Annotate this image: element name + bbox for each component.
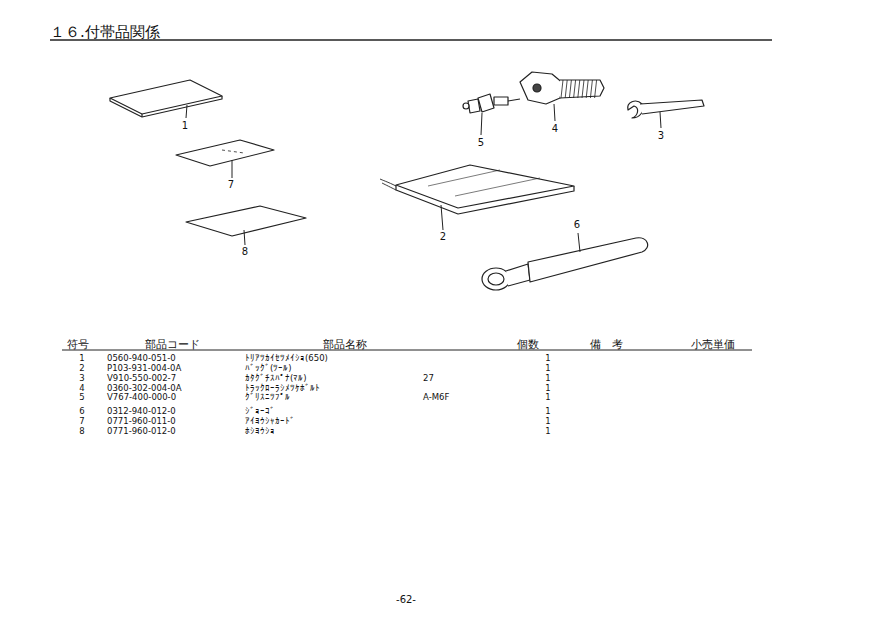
item-number: 1 xyxy=(79,354,84,363)
part-name: ﾄﾘｱﾂｶｲｾﾂﾒｲｼｮ(650) xyxy=(245,354,328,363)
table-header: 備 考 xyxy=(590,339,623,350)
tool-bag xyxy=(380,165,574,214)
grease-gun xyxy=(482,238,648,290)
part-name: ｶﾀｸﾞﾁｽﾊﾟﾅ(ﾏﾙ) xyxy=(245,374,307,383)
leader-line xyxy=(186,105,187,118)
quantity: 1 xyxy=(545,354,550,363)
part-spec: A-M6F xyxy=(423,393,449,402)
item-number: 8 xyxy=(79,427,84,436)
part-spec: 27 xyxy=(423,374,434,383)
table-header: 個数 xyxy=(517,339,539,350)
leader-line xyxy=(554,104,555,121)
leader-line xyxy=(660,112,661,128)
part-code: V767-400-000-0 xyxy=(107,393,176,402)
table-header: 小売単価 xyxy=(691,339,735,350)
page-number: -62- xyxy=(396,595,416,605)
item-number: 2 xyxy=(79,364,84,373)
callout-number: 7 xyxy=(228,180,234,190)
part-code: 0771-960-011-0 xyxy=(107,417,176,426)
callout-number: 3 xyxy=(658,131,664,141)
part-name: ｸﾞﾘｽﾆﾂﾌﾟﾙ xyxy=(245,393,290,402)
quantity: 1 xyxy=(545,407,550,416)
table-header: 部品コード xyxy=(145,339,200,350)
part-name: ﾎｼﾖｳｼｮ xyxy=(245,427,275,436)
quantity: 1 xyxy=(545,427,550,436)
part-name: ｱｲﾖｳｼｬｶｰﾄﾞ xyxy=(245,417,295,426)
part-name: ｼﾞｮｰｺﾞ xyxy=(245,407,275,416)
table-header: 部品名称 xyxy=(323,339,367,350)
part-code: V910-550-002-7 xyxy=(107,374,176,383)
item-number: 4 xyxy=(79,384,84,393)
callout-number: 1 xyxy=(182,121,188,131)
callout-number: 4 xyxy=(552,124,558,134)
item-number: 3 xyxy=(79,374,84,383)
quantity: 1 xyxy=(545,384,550,393)
item-number: 7 xyxy=(79,417,84,426)
part-code: 0771-960-012-0 xyxy=(107,427,176,436)
warranty-card xyxy=(186,206,306,236)
part-code: 0360-302-004-0A xyxy=(107,384,182,393)
track-roller-bolt xyxy=(520,72,604,104)
leader-line xyxy=(244,230,245,245)
section-title: １６.付帯品関係 xyxy=(50,25,160,40)
callout-number: 5 xyxy=(478,138,484,148)
part-code: P103-931-004-0A xyxy=(107,364,181,373)
hook-wrench xyxy=(628,100,704,118)
leader-line xyxy=(481,113,482,135)
part-name: ﾊﾞｯｸﾞ(ﾂｰﾙ) xyxy=(245,364,292,373)
callout-number: 6 xyxy=(574,220,580,230)
leader-line xyxy=(578,233,580,252)
table-header: 符号 xyxy=(67,339,89,350)
part-code: 0560-940-051-0 xyxy=(107,354,176,363)
leader-line xyxy=(232,160,233,178)
grease-nipple xyxy=(463,94,520,113)
quantity: 1 xyxy=(545,374,550,383)
callout-number: 2 xyxy=(440,232,446,242)
item-number: 5 xyxy=(79,393,84,402)
callout-number: 8 xyxy=(242,247,248,257)
leader-line xyxy=(441,205,443,230)
quantity: 1 xyxy=(545,393,550,402)
manual-book xyxy=(110,80,222,117)
registration-card xyxy=(176,140,274,166)
item-number: 6 xyxy=(79,407,84,416)
part-name: ﾄﾗｯｸﾛｰﾗｼﾒﾂｹﾎﾞﾙﾄ xyxy=(245,384,320,393)
part-code: 0312-940-012-0 xyxy=(107,407,176,416)
quantity: 1 xyxy=(545,417,550,426)
quantity: 1 xyxy=(545,364,550,373)
